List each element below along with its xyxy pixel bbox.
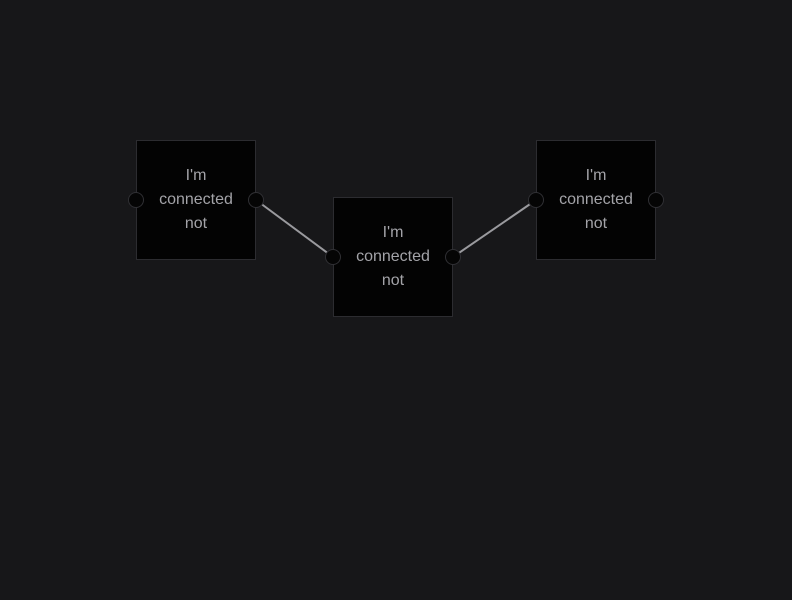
target-handle[interactable] (325, 249, 341, 265)
node-label: I'm connected not (559, 167, 633, 232)
edge-node-2-node-3[interactable] (452, 199, 537, 258)
node-label: I'm connected not (159, 167, 233, 232)
source-handle[interactable] (248, 192, 264, 208)
source-handle[interactable] (445, 249, 461, 265)
flow-node[interactable]: I'm connected not (528, 140, 664, 260)
flow-node[interactable]: I'm connected not (325, 197, 461, 317)
source-handle[interactable] (648, 192, 664, 208)
target-handle[interactable] (528, 192, 544, 208)
node-label: I'm connected not (356, 224, 430, 289)
edge-node-1-node-2[interactable] (255, 199, 334, 258)
flow-node[interactable]: I'm connected not (128, 140, 264, 260)
target-handle[interactable] (128, 192, 144, 208)
